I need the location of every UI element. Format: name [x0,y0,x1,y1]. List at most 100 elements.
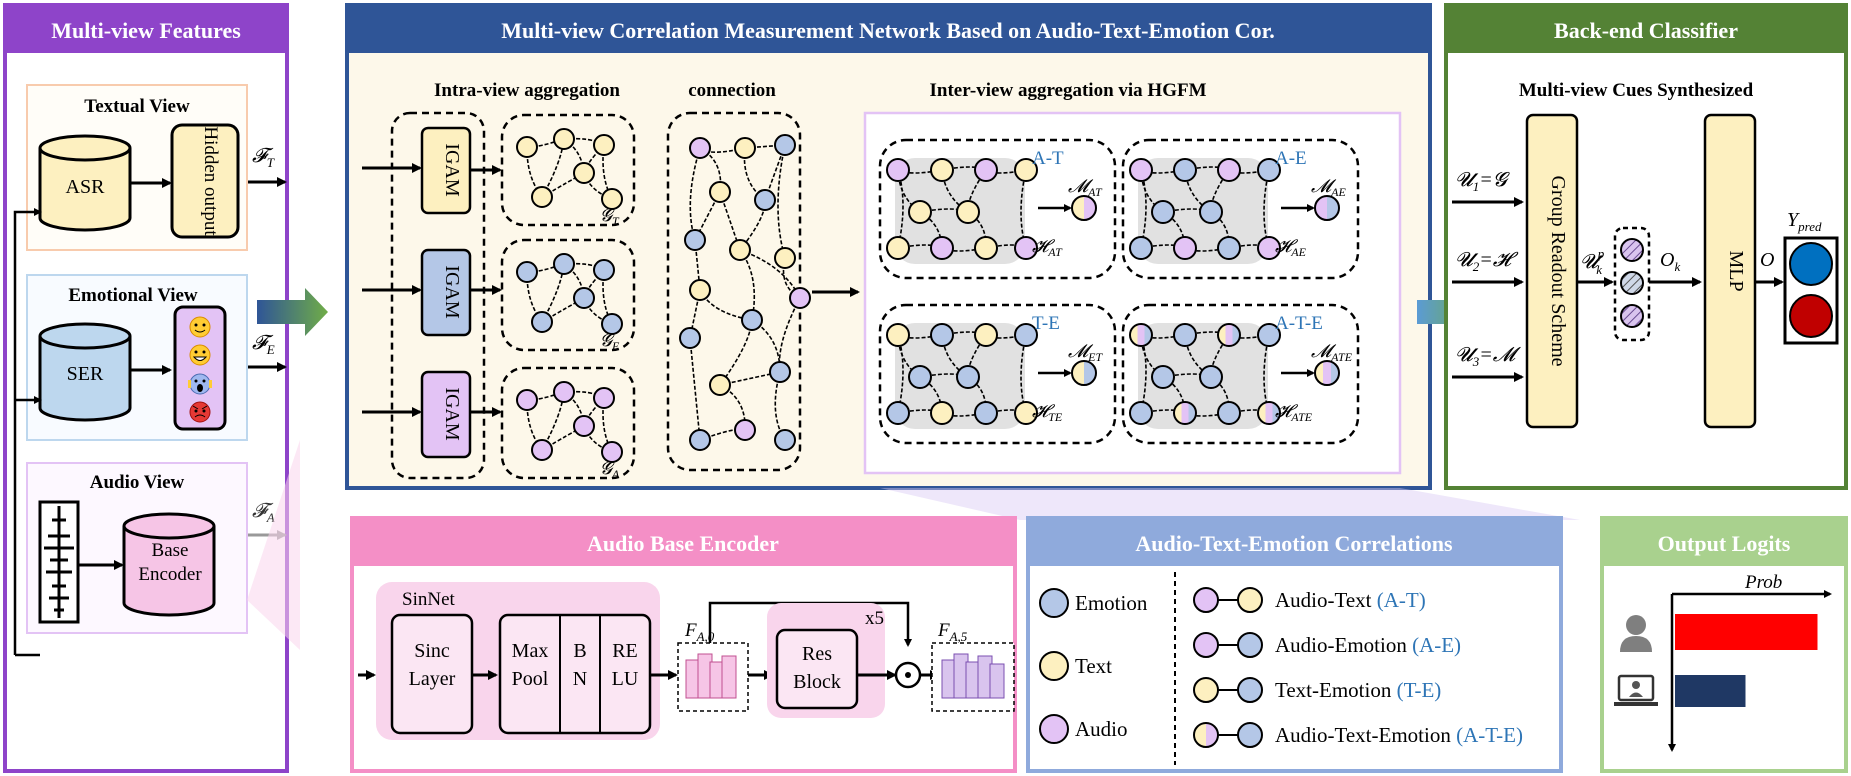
hgfm-h-label: 𝓗AE [1275,236,1307,259]
hgfm-node [930,158,954,182]
graph-node [516,261,538,283]
legend-text: Text [1039,651,1112,681]
connection-node [734,137,756,159]
hgfm-measure-node [1314,360,1340,386]
hgfm-node [908,365,932,389]
audio-view: Audio View Base Encoder 𝓕A [26,462,287,634]
hgfm-node [1014,323,1038,347]
hgfm-node [974,323,998,347]
o-label: O [1760,249,1774,271]
hgfm-node [974,401,998,425]
hgfm-node [1257,323,1281,347]
graph-node [573,415,595,437]
graph-node [531,439,553,461]
base-encoder-label-1: Base [152,540,189,561]
hgfm-node [1173,236,1197,260]
graph-node [553,381,575,403]
output-header [1602,518,1846,566]
intra-graph-label: 𝓖E [600,331,620,353]
correlations-title: Audio-Text-Emotion Correlations [1135,531,1453,556]
sinc-label-2: Layer [409,668,456,690]
inter-title: Inter-view aggregation via HGFM [929,80,1206,101]
correlations-header [1028,518,1561,566]
svg-text:IGAM: IGAM [441,387,463,441]
ser-cylinder: SER [38,322,132,422]
connection-node [684,229,706,251]
hgfm-node [1257,401,1281,425]
connection-node [789,287,811,309]
encoder-title: Audio Base Encoder [587,531,779,556]
intra-graph-label: 𝓖A [600,459,620,481]
hgfm-node [1129,401,1153,425]
connection-node [769,361,791,383]
feature-stack-0 [677,642,749,712]
connection-graph [679,134,811,451]
hgfm-node [1173,323,1197,347]
group-readout-label: Group Readout Scheme [1547,175,1569,366]
hgfm-node [1129,236,1153,260]
base-encoder-label-2: Encoder [138,564,202,585]
output-title: Output Logits [1658,531,1791,556]
graph-node [531,186,553,208]
logit-bar-real [1675,614,1818,650]
correlation-pair: Audio-Emotion (A-E) [1193,632,1461,658]
hgfm-node [1151,200,1175,224]
hgfm-tag: A-T [1032,148,1064,169]
prediction-real-node [1789,242,1833,286]
graph-node [601,188,623,210]
prob-label: Prob [1744,572,1782,593]
sinnet-label: SinNet [402,589,456,610]
hgfm-block [1121,303,1360,445]
emoji-box [173,305,227,431]
connection-node [754,189,776,211]
logit-bar-fake [1675,675,1746,707]
intra-graph-box [500,238,636,352]
sinc-label-1: Sinc [414,640,450,662]
f5-label: FA,5 [937,620,968,644]
hgfm-node [1151,365,1175,389]
hgfm-node [1217,236,1241,260]
connection-node [774,134,796,156]
hgfm-node [886,158,910,182]
hgfm-node [886,236,910,260]
graph-node [593,387,615,409]
hgfm-node [956,365,980,389]
hgfm-measure-node [1314,195,1340,221]
emotional-view: Emotional View SER 𝓕E [26,274,287,441]
hgfm-node [974,236,998,260]
backend-panel: Back-end Classifier Multi-view Cues Synt… [1444,3,1848,490]
emoji-scream-icon [188,373,212,395]
encoder-header [352,518,1015,566]
hgfm-measure-node [1071,195,1097,221]
repeat-label: x5 [865,608,884,629]
graph-node [516,389,538,411]
person-icon [1620,615,1652,652]
svg-text:Emotion: Emotion [1075,591,1148,615]
backend-subtitle: Multi-view Cues Synthesized [1519,80,1754,101]
ok-label: Ok [1660,249,1680,274]
relu-label-1: RE [612,640,638,662]
graph-node [573,287,595,309]
hgfm-node [1129,158,1153,182]
res-label-1: Res [802,643,832,665]
bn-label-1: B [573,640,586,662]
hgfm-node [1014,236,1038,260]
svg-text:Audio-Text (A-T): Audio-Text (A-T) [1275,588,1426,612]
multiview-header [5,5,287,53]
hgfm-block [878,303,1117,445]
hgfm-node [1014,401,1038,425]
graph-node [601,441,623,463]
hgfm-node [956,200,980,224]
waveform-icon [44,506,74,618]
audio-view-title: Audio View [90,472,185,493]
hgfm-node [908,200,932,224]
intra-graph-box [500,113,636,227]
mlp-label: MLP [1725,250,1747,291]
hgfm-node [930,236,954,260]
hgfm-node [1217,158,1241,182]
legend-audio: Audio [1039,714,1128,744]
hgfm-m-label: 𝓜AT [1068,176,1103,199]
mvcm-title: Multi-view Correlation Measurement Netwo… [501,18,1275,43]
asr-label: ASR [66,176,106,198]
